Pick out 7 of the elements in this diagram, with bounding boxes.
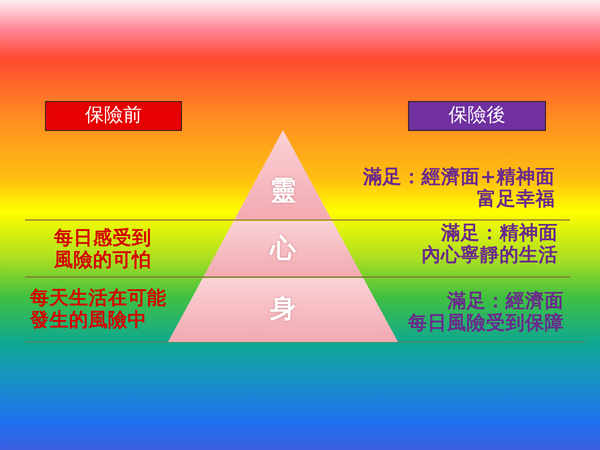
description-text: 滿足：經濟面+精神面富足幸福 (362, 166, 555, 210)
description-text: 每日感受到風險的可怕 (52, 227, 152, 271)
description-text: 滿足：經濟面每日風險受到保障 (407, 290, 564, 334)
header-box: 保險後 (408, 101, 546, 131)
header-box: 保險前 (45, 101, 182, 131)
description-text: 滿足：精神面內心寧靜的生活 (420, 222, 558, 266)
description-text: 每天生活在可能發生的風險中 (30, 287, 168, 331)
